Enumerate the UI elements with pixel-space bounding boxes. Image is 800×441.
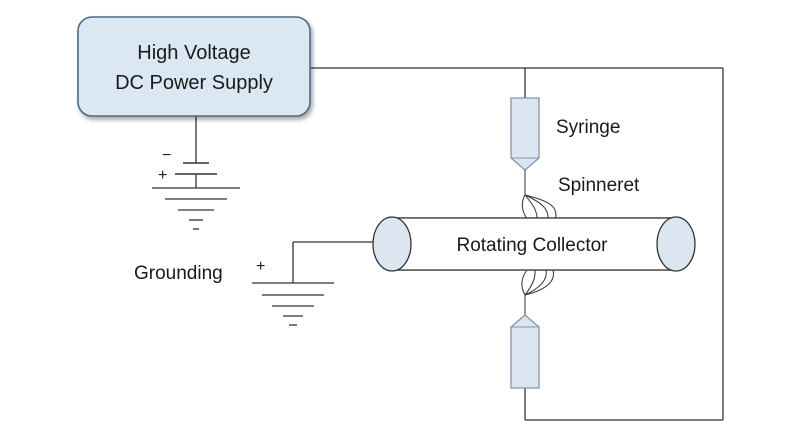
spinneret-top-fibers bbox=[521, 170, 557, 223]
grounding-plus-sign: + bbox=[256, 258, 265, 275]
rotating-collector: Rotating Collector bbox=[372, 216, 696, 272]
collector-label: Rotating Collector bbox=[456, 235, 608, 256]
syringe-label: Syringe bbox=[556, 117, 620, 138]
collector-left-end bbox=[372, 216, 412, 272]
battery-minus-sign: − bbox=[162, 147, 171, 164]
spinneret-bottom-fibers bbox=[521, 269, 554, 315]
ground-symbol-collector bbox=[252, 282, 334, 326]
battery-plus-sign: + bbox=[158, 167, 167, 184]
ground-symbol-supply bbox=[152, 187, 240, 230]
collector-right-end bbox=[656, 216, 696, 272]
syringe-bottom bbox=[510, 314, 540, 389]
grounding-label: Grounding bbox=[134, 263, 223, 284]
power-supply-title-line2: DC Power Supply bbox=[115, 72, 273, 94]
syringe-top bbox=[510, 97, 540, 171]
battery-symbol bbox=[175, 162, 217, 175]
power-supply-title-line1: High Voltage bbox=[137, 42, 250, 64]
power-supply-box: High Voltage DC Power Supply bbox=[77, 16, 311, 117]
spinneret-label: Spinneret bbox=[558, 175, 640, 196]
wires bbox=[195, 67, 724, 421]
